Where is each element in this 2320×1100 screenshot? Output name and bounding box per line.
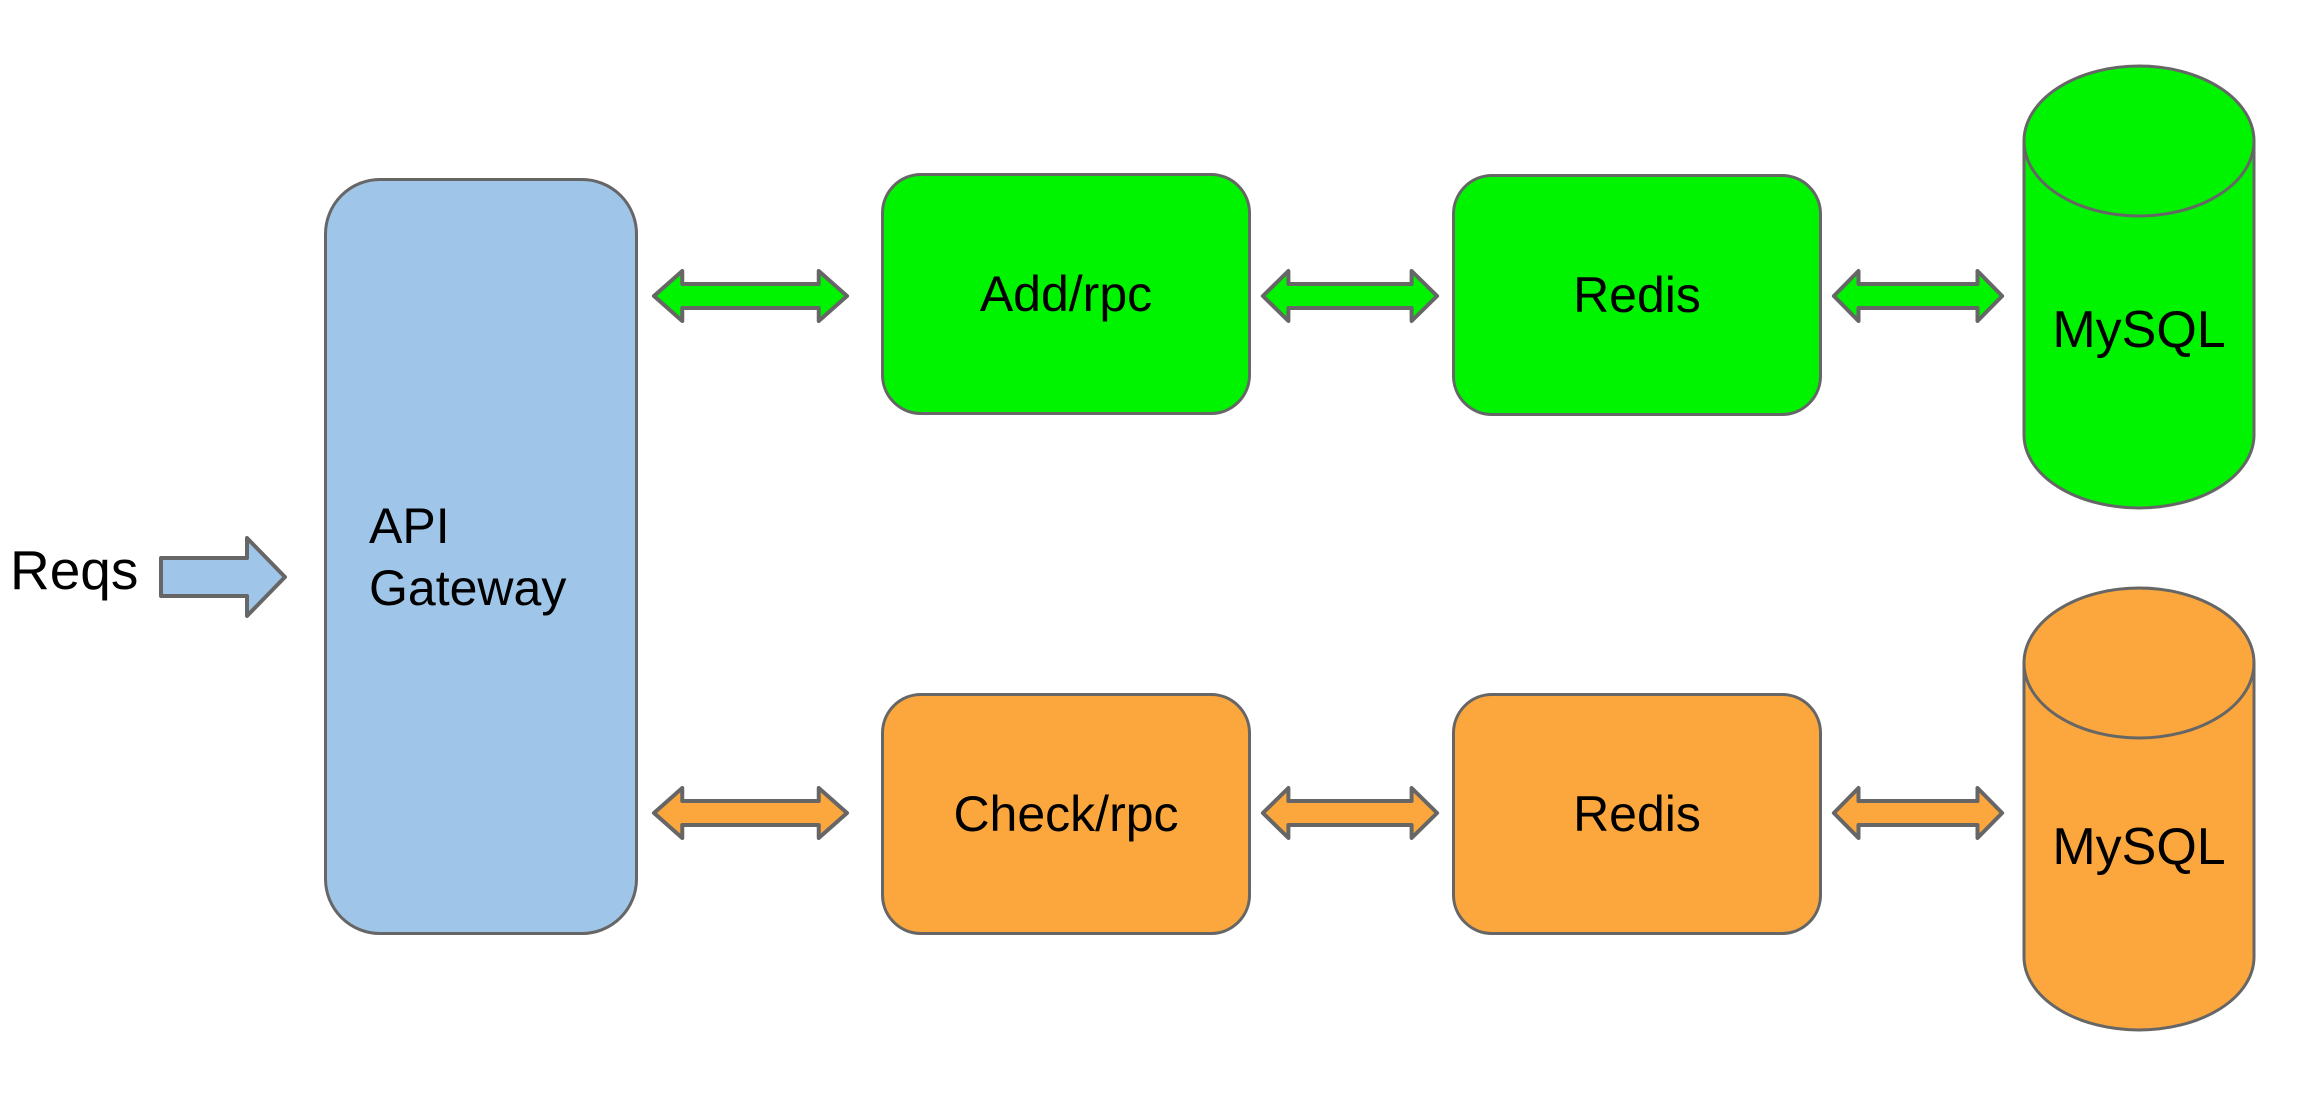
api-gateway-node: API Gateway	[324, 178, 638, 935]
check-rpc-label: Check/rpc	[953, 785, 1179, 842]
double-arrow-icon-gateway-checkrpc	[653, 787, 848, 839]
mysql-orange-label: MySQL	[2052, 818, 2226, 876]
redis-green-node: Redis	[1452, 174, 1822, 416]
reqs-label: Reqs	[10, 539, 139, 601]
double-arrow-icon-redis-mysql-green	[1833, 270, 2003, 322]
double-arrow-icon-checkrpc-redis	[1262, 787, 1438, 839]
api-gateway-label: API Gateway	[369, 497, 567, 616]
check-rpc-node: Check/rpc	[881, 693, 1251, 935]
request-arrow-icon	[159, 536, 287, 618]
redis-orange-node: Redis	[1452, 693, 1822, 935]
add-rpc-node: Add/rpc	[881, 173, 1251, 415]
mysql-green-label: MySQL	[2052, 301, 2226, 359]
redis-green-label: Redis	[1573, 266, 1701, 323]
database-cylinder-icon-green	[2022, 64, 2256, 510]
redis-orange-label: Redis	[1573, 785, 1701, 842]
database-cylinder-icon-orange	[2022, 586, 2256, 1032]
add-rpc-label: Add/rpc	[979, 265, 1153, 322]
double-arrow-icon-redis-mysql-orange	[1833, 787, 2003, 839]
double-arrow-icon-gateway-addrpc	[653, 270, 848, 322]
double-arrow-icon-addrpc-redis	[1262, 270, 1438, 322]
